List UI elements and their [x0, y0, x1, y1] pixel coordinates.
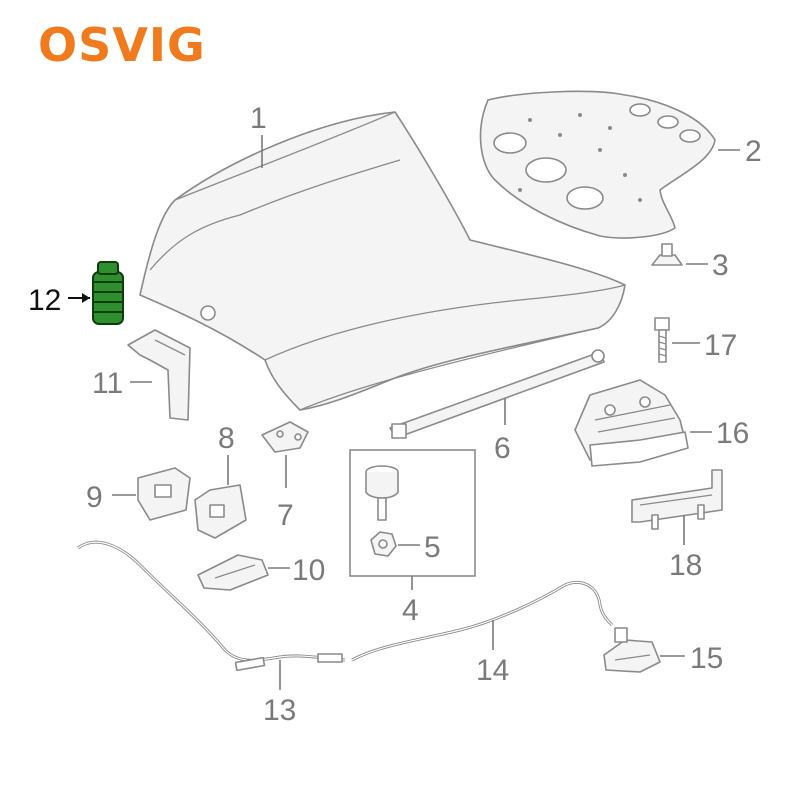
callout-6: 6: [494, 432, 511, 465]
part-18-bracket: [631, 469, 723, 530]
part-1-hood: [139, 111, 626, 411]
callout-12: 12: [28, 284, 61, 317]
callout-9: 9: [86, 481, 103, 514]
part-4-stop-buffer: [365, 465, 399, 521]
callout-5: 5: [424, 531, 441, 564]
part-16-hood-latch: [574, 379, 689, 467]
callout-1: 1: [250, 102, 267, 135]
callout-4: 4: [402, 594, 419, 627]
part-13-release-cable: [77, 540, 346, 672]
part-14-release-cable: [351, 580, 614, 662]
callout-8: 8: [218, 422, 235, 455]
part-3-clip: [651, 243, 683, 266]
callout-15: 15: [690, 642, 723, 675]
part-5-nut: [370, 531, 397, 557]
part-7-striker: [261, 421, 309, 453]
part-15-latch-handle: [603, 627, 661, 673]
callout-2: 2: [745, 135, 762, 168]
part-11-bracket: [127, 329, 191, 421]
callout-18: 18: [669, 549, 702, 582]
callout-14: 14: [476, 654, 509, 687]
callout-3: 3: [712, 249, 729, 282]
part-17-bolt: [654, 317, 670, 363]
part-8-bracket: [194, 484, 247, 539]
callout-10: 10: [292, 554, 325, 587]
callout-11: 11: [92, 367, 123, 400]
part-10-release-handle: [197, 554, 269, 591]
part-2-insulation-pad: [479, 90, 716, 239]
callout-13: 13: [263, 694, 296, 727]
callout-16: 16: [716, 417, 749, 450]
callout-7: 7: [277, 499, 294, 532]
callout-17: 17: [704, 329, 737, 362]
part-9-bracket: [137, 467, 191, 521]
arrow-12-icon: [82, 293, 90, 303]
part-6-gas-strut: [389, 349, 605, 439]
brand-logo: OSVIG: [38, 18, 206, 72]
part-12-hood-bumper: [92, 261, 124, 325]
